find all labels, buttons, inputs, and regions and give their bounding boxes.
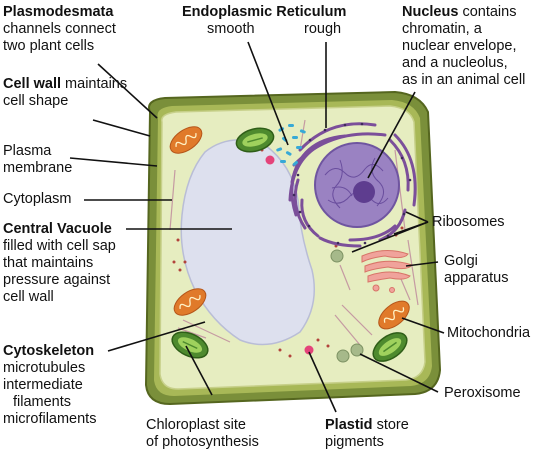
label-plasmodesmata: Plasmodesmata channels connect two plant…	[3, 4, 116, 54]
chloroplasts	[171, 127, 408, 362]
label-central-vacuole: Central Vacuole filled with cell sap tha…	[3, 221, 116, 305]
rough-er-ribosomes	[292, 122, 412, 245]
label-cell-wall: Cell wall maintains cell shape	[3, 76, 128, 109]
cytoskeleton-filaments	[169, 119, 419, 346]
leader-lines	[69, 41, 445, 413]
label-nucleus: Nucleus contains chromatin, a nuclear en…	[402, 4, 526, 88]
nucleolus	[353, 181, 375, 203]
label-er-rough: rough	[304, 21, 342, 37]
label-golgi: Golgi apparatus	[444, 253, 509, 286]
label-plasma-membrane: Plasma membrane	[3, 143, 73, 176]
peroxisomes	[330, 249, 364, 363]
label-plastid: Plastid store pigments	[325, 417, 409, 450]
label-peroxisome: Peroxisome	[444, 385, 521, 401]
label-er-smooth: smooth	[207, 21, 255, 37]
central-vacuole	[180, 139, 315, 346]
label-chloroplast: Chloroplast site of photosynthesis	[146, 417, 259, 450]
golgi-apparatus	[361, 250, 413, 293]
label-cytoskeleton: Cytoskeleton microtubules intermediate f…	[3, 343, 97, 427]
plastids	[265, 155, 314, 355]
label-ribosomes: Ribosomes	[432, 214, 505, 230]
label-cytoplasm: Cytoplasm	[3, 191, 72, 207]
mitochondria	[169, 126, 410, 330]
label-endoplasmic-reticulum: Endoplasmic Reticulum	[182, 4, 347, 20]
label-mitochondria: Mitochondria	[447, 325, 531, 341]
